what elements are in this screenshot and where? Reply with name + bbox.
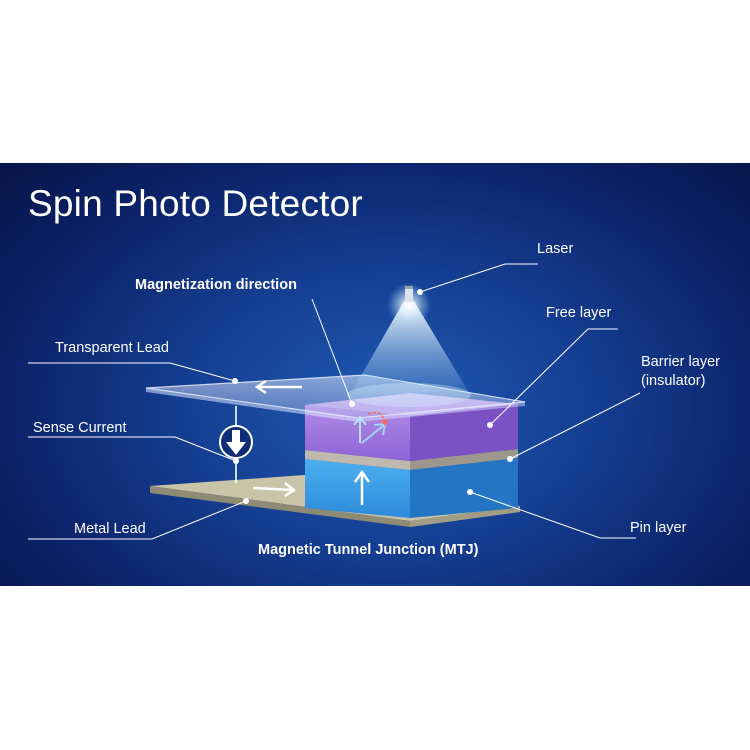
transparent-lead-plate	[145, 374, 526, 422]
right-arrow-icon	[252, 482, 297, 498]
sense-current-label: Sense Current	[33, 420, 127, 436]
barrier-layer-label: Barrier layer (insulator)	[641, 353, 720, 391]
free-layer-label: Free layer	[546, 305, 612, 321]
magnetization-direction-label: Magnetization direction	[135, 277, 297, 293]
metal-lead-label: Metal Lead	[74, 521, 146, 537]
page-title: Spin Photo Detector	[28, 183, 363, 224]
barrier-layer-block	[305, 449, 518, 470]
pin-layer-block	[305, 458, 518, 518]
barrier-layer-label-line1: Barrier layer	[641, 354, 720, 370]
mtj-caption: Magnetic Tunnel Junction (MTJ)	[258, 542, 479, 558]
leader-lines	[28, 263, 641, 540]
transparent-lead-label: Transparent Lead	[55, 340, 169, 356]
laser-emitter	[405, 286, 413, 302]
diagram-panel: Spin Photo Detector Laser Magnetization …	[0, 163, 750, 586]
laser-label: Laser	[537, 241, 574, 257]
left-arrow-icon	[254, 379, 302, 395]
down-arrow-circle-icon	[219, 406, 253, 483]
pin-layer-label: Pin layer	[630, 520, 687, 536]
leader-dots	[232, 289, 513, 504]
up-arrow-icon	[353, 469, 371, 505]
barrier-layer-label-line2: (insulator)	[641, 373, 706, 389]
magnetization-arrows	[353, 411, 388, 444]
mtj-diagram	[28, 263, 641, 540]
